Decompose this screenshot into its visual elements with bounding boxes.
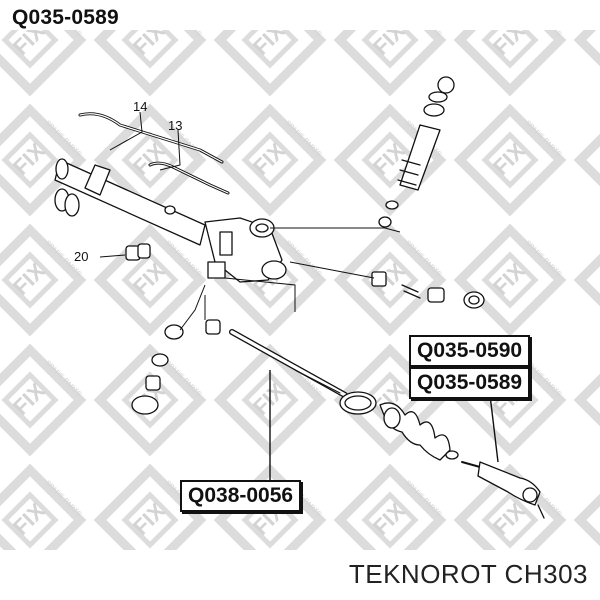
watermark-pattern: [0, 30, 600, 550]
leader-lines: [99, 111, 499, 480]
part-label-q035-0590[interactable]: Q035-0590: [409, 335, 531, 367]
boot-and-tie-rod: [339, 391, 545, 519]
rack-housing: [54, 158, 287, 283]
pipe-14-inner: [79, 113, 223, 163]
callout-20: 20: [74, 249, 89, 264]
lower-seals: [131, 319, 221, 415]
footer-caption: TEKNOROT CH303: [348, 559, 588, 589]
pipe-13-inner: [149, 162, 229, 194]
pinion-assembly: [378, 76, 455, 228]
callout-14: 14: [133, 99, 148, 114]
part-label-q035-0589[interactable]: Q035-0589: [409, 367, 531, 399]
rack-bar: [229, 329, 348, 398]
callout-13: 13: [168, 118, 183, 133]
part-label-q038-0056[interactable]: Q038-0056: [180, 480, 302, 512]
left-seals: [54, 188, 151, 261]
adjuster-parts: [371, 271, 485, 309]
part-number-title: Q035-0589: [12, 6, 119, 29]
